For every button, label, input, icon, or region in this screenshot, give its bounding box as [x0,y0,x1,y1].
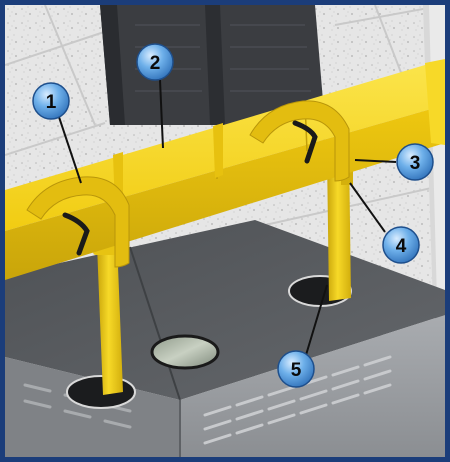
callout-5-label: 5 [291,360,302,381]
cable-cutout-center [150,334,220,370]
callout-2: 2 [136,43,174,81]
callout-2-label: 2 [150,53,161,74]
callout-3: 3 [396,143,434,181]
cable-cutouts [66,275,352,409]
callout-3-label: 3 [410,153,421,174]
leader-lines [58,79,397,356]
cable-cutout-left [66,375,136,409]
callout-5: 5 [277,350,315,388]
server-rack [100,5,325,125]
callout-1: 1 [32,82,70,120]
tray-brackets [26,100,350,268]
callout-4-label: 4 [396,236,407,257]
callout-1-label: 1 [46,92,57,113]
callout-4: 4 [382,226,420,264]
cable-tray-illustration: 1 2 3 4 5 [5,5,445,457]
